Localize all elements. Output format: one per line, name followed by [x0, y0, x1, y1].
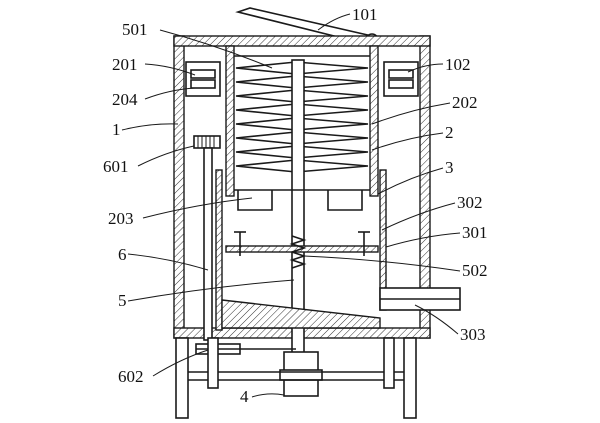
transmission-rod [203, 147, 213, 341]
leader-line [144, 87, 196, 100]
label-text: 202 [452, 93, 478, 112]
label-text: 302 [457, 193, 483, 212]
grinding-cylinder [225, 45, 379, 197]
label-text: 602 [118, 367, 144, 386]
central-shaft [291, 59, 305, 379]
label-text: 101 [352, 5, 378, 24]
reference-label-601: 601 [103, 145, 195, 176]
right-bearing-block [383, 61, 419, 97]
leader-line [127, 279, 295, 302]
motor [279, 351, 323, 397]
reference-label-302: 302 [381, 193, 483, 231]
label-text: 204 [112, 90, 138, 109]
leader-line [317, 13, 351, 31]
leader-line [152, 349, 209, 377]
reference-label-4: 4 [240, 387, 285, 406]
leader-line [381, 202, 456, 231]
sloped-bottom [221, 299, 381, 329]
leader-line [127, 253, 209, 271]
label-text: 301 [462, 223, 488, 242]
reference-label-2: 2 [371, 123, 454, 151]
reference-label-5: 5 [118, 279, 295, 310]
spring-coupling [289, 235, 307, 269]
leader-line [385, 232, 461, 248]
label-text: 5 [118, 291, 127, 310]
leader-line [251, 393, 285, 398]
reference-label-102: 102 [407, 55, 471, 74]
label-text: 203 [108, 209, 134, 228]
leader-line [407, 63, 444, 73]
leader-line [121, 123, 179, 131]
leader-line [142, 197, 253, 219]
reference-label-202: 202 [371, 93, 478, 125]
reference-label-201: 201 [112, 55, 196, 76]
reference-label-6: 6 [118, 245, 209, 271]
leader-line [377, 167, 444, 195]
reference-label-301: 301 [385, 223, 488, 248]
leader-line [414, 304, 459, 335]
reference-label-101: 101 [317, 5, 378, 31]
support-frame [175, 337, 417, 419]
leader-line [137, 145, 195, 167]
reference-label-204: 204 [112, 87, 196, 109]
drive-gear [193, 135, 221, 149]
leader-line [159, 29, 273, 69]
leader-line [371, 102, 451, 125]
reference-label-602: 602 [118, 349, 209, 386]
reference-label-501: 501 [122, 20, 273, 69]
label-text: 1 [112, 120, 121, 139]
reference-label-502: 502 [303, 255, 488, 280]
label-text: 6 [118, 245, 127, 264]
leader-line [303, 255, 461, 272]
label-text: 3 [445, 158, 454, 177]
label-text: 102 [445, 55, 471, 74]
label-text: 303 [460, 325, 486, 344]
reference-label-303: 303 [414, 304, 486, 344]
label-text: 502 [462, 261, 488, 280]
label-text: 4 [240, 387, 249, 406]
reference-label-1: 1 [112, 120, 179, 139]
reference-label-203: 203 [108, 197, 253, 228]
label-text: 2 [445, 123, 454, 142]
outlet-pipe [379, 287, 461, 311]
label-text: 501 [122, 20, 148, 39]
reference-label-3: 3 [377, 158, 454, 195]
left-bearing-block [185, 61, 221, 97]
leader-line [144, 63, 196, 76]
label-text: 601 [103, 157, 129, 176]
label-text: 201 [112, 55, 138, 74]
leader-line [371, 132, 444, 151]
blade-stack [235, 61, 369, 173]
